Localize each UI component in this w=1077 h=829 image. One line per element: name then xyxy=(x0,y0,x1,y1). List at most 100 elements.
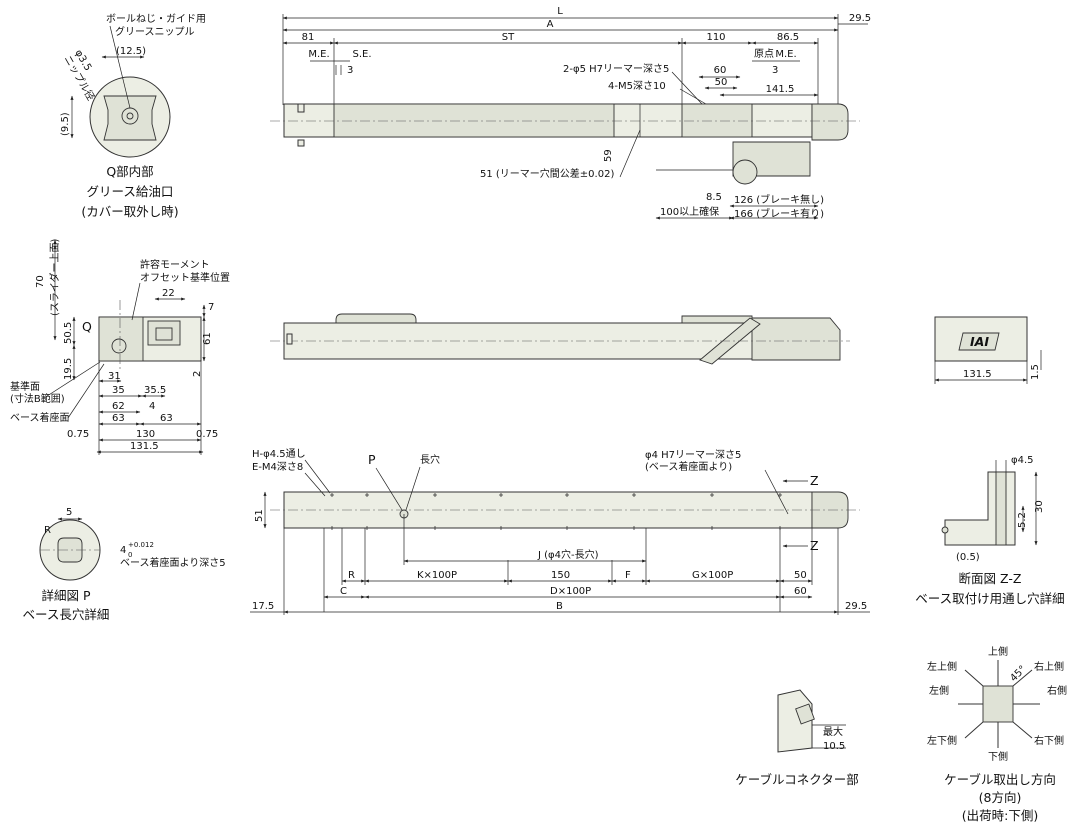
detail-p-slot xyxy=(57,537,83,563)
phi4-base: (ベース着座面より) xyxy=(645,460,732,473)
se-075a: 0.75 xyxy=(67,429,89,440)
cab-max: 最大 xyxy=(823,725,843,738)
ref-face: 基準面 xyxy=(10,380,40,393)
side-slider xyxy=(681,315,753,324)
dim-C: C xyxy=(340,586,347,597)
dir-left: 左側 xyxy=(929,684,949,697)
rv-1-5: 1.5 xyxy=(1030,364,1041,380)
dim-50-top: 50 xyxy=(715,77,728,88)
iai-badge xyxy=(958,332,1000,351)
side-motor xyxy=(751,317,841,361)
se-70: 70 xyxy=(35,275,46,288)
dir-upleft: 左上側 xyxy=(927,660,957,673)
q-title: Q部内部 xyxy=(106,164,153,179)
stroke-cover xyxy=(333,103,615,138)
se-22: 22 xyxy=(162,288,175,299)
side-cover-left xyxy=(335,313,417,324)
m5-label: 4-M5深さ10 xyxy=(608,80,666,92)
dim-60-top: 60 xyxy=(714,65,727,76)
dim-17-5: 17.5 xyxy=(252,601,274,612)
e-m4: E-M4深さ8 xyxy=(252,461,303,473)
right-end-view: IAI 131.5 1.5 xyxy=(934,316,1042,384)
zz-title: 断面図 Z-Z xyxy=(959,571,1022,586)
se-31: 31 xyxy=(108,371,121,382)
dim-8-5: 8.5 xyxy=(706,192,722,203)
zz-sub: ベース取付け用通し穴詳細 xyxy=(915,591,1064,606)
dir-down: 下側 xyxy=(988,750,1008,763)
se-130: 130 xyxy=(136,429,155,440)
h-hole: H-φ4.5通し xyxy=(252,448,306,460)
allow-moment-1: 許容モーメント xyxy=(140,258,210,271)
bottom-view: H-φ4.5通し E-M4深さ8 P 長穴 φ4 H7リーマー深さ5 (ベース着… xyxy=(250,448,870,615)
dim-86-5: 86.5 xyxy=(777,32,799,43)
se-7: 7 xyxy=(208,302,214,313)
q-detail: ボールねじ・ガイド用 グリースニップル φ3.5 ニップル径 (12.5) (9… xyxy=(60,13,206,219)
dir-45: 45° xyxy=(1008,664,1028,684)
p-4: 4 xyxy=(120,545,126,556)
dim-60b: 60 xyxy=(794,586,807,597)
origin-label: 原点 xyxy=(754,48,774,60)
dim-KxP: K×100P xyxy=(417,570,457,581)
z-0-5: (0.5) xyxy=(956,552,980,563)
dir-downleft: 左下側 xyxy=(927,734,957,747)
cable-direction-diagram: 上側 左上側 右上側 左側 右側 左下側 右下側 下側 45° ケーブル取出し方… xyxy=(927,645,1067,823)
p-5: 5 xyxy=(66,507,72,518)
se-19-5: 19.5 xyxy=(63,358,74,380)
section-connector xyxy=(147,320,181,346)
reamer-pitch-label: 51 (リーマー穴間公差±0.02) xyxy=(480,167,614,180)
z-bot: Z xyxy=(810,538,819,553)
dim-R: R xyxy=(348,570,355,581)
grease-head: ボールねじ・ガイド用 xyxy=(106,13,206,25)
se-50-5: 50.5 xyxy=(63,322,74,344)
grease-nipple: グリースニップル xyxy=(115,25,195,38)
iai-logo-text: IAI xyxy=(970,334,989,349)
se-35: 35 xyxy=(112,385,125,396)
direction-center-block xyxy=(982,685,1014,723)
dim-F: F xyxy=(625,570,631,581)
dim-50b: 50 xyxy=(794,570,807,581)
se-63a: 63 xyxy=(112,413,125,424)
p-title: 詳細図 P xyxy=(41,588,90,603)
cab-10-5: 10.5 xyxy=(823,741,845,752)
dir-right: 右側 xyxy=(1047,684,1067,697)
base-mount-face: ベース着座面 xyxy=(10,411,70,424)
p-depth: ベース着座面より深さ5 xyxy=(120,556,226,569)
p-r: R xyxy=(44,525,51,536)
mount-holes xyxy=(330,493,782,530)
secure-100: 100以上確保 xyxy=(660,205,719,218)
dim-A: A xyxy=(547,19,554,30)
section-zz: φ4.5 5.2 30 (0.5) 断面図 Z-Z ベース取付け用通し穴詳細 xyxy=(915,455,1064,606)
cable-connector-detail: 最大 10.5 ケーブルコネクター部 xyxy=(735,689,859,787)
se-131-5: 131.5 xyxy=(130,441,159,452)
dir-sub: (8方向) xyxy=(979,790,1022,805)
rv-131-5: 131.5 xyxy=(963,369,992,380)
brake-dim: 166 (ブレーキ有り) xyxy=(734,207,824,220)
p-tol-lo: 0 xyxy=(128,551,132,559)
se-63b: 63 xyxy=(160,413,173,424)
top-view: L A 29.5 81 ST 110 86.5 M.E. S.E. 3 原点 M… xyxy=(270,6,871,220)
dim-ST: ST xyxy=(502,32,515,43)
cable-connector xyxy=(732,159,758,185)
dim-3-left: 3 xyxy=(347,65,353,76)
p-sub: ベース長穴詳細 xyxy=(23,607,110,622)
dir-upright: 右上側 xyxy=(1034,660,1064,673)
se-075b: 0.75 xyxy=(196,429,218,440)
dir-downright: 右下側 xyxy=(1034,734,1064,747)
motor-end-cap xyxy=(811,103,849,141)
dim-29-5-top: 29.5 xyxy=(849,13,871,24)
se-slider-top: (スライダー上面) xyxy=(48,238,61,316)
dir-sub2: (出荷時:下側) xyxy=(962,808,1038,823)
q-sub: グリース給油口 xyxy=(87,184,174,199)
p-label: P xyxy=(368,452,376,467)
se-4: 4 xyxy=(149,401,155,412)
detail-p: 5 R 4 +0.012 0 ベース着座面より深さ5 詳細図 P ベース長穴詳細 xyxy=(23,507,226,622)
zz-through-hole xyxy=(995,471,1007,546)
dim-51: 51 xyxy=(254,509,265,522)
me-right: M.E. xyxy=(775,49,796,60)
cable-connector-body xyxy=(777,689,813,753)
phi4-reamer: φ4 H7リーマー深さ5 xyxy=(645,449,741,461)
dim-29-5-bot: 29.5 xyxy=(845,601,867,612)
cable-title: ケーブルコネクター部 xyxy=(735,772,859,787)
